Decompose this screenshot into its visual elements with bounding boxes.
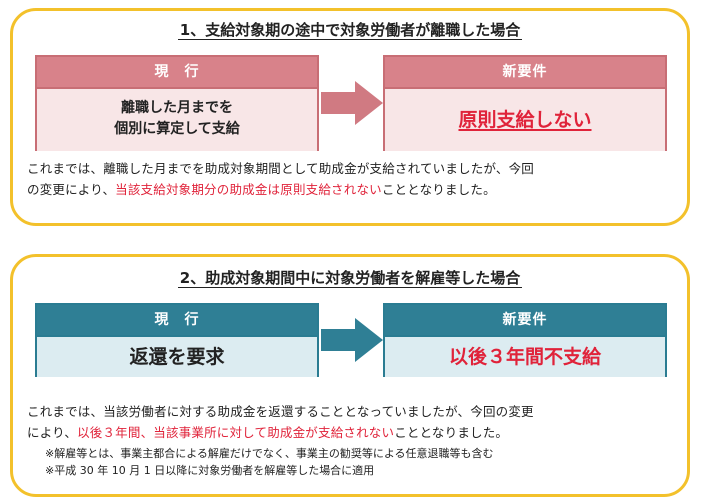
arrow-right-icon xyxy=(321,318,383,362)
new-rule-box: 新要件 以後３年間不支給 xyxy=(383,303,667,377)
section2-panel: 2、助成対象期間中に対象労働者を解雇等した場合 現 行 返還を要求 新要件 以後… xyxy=(10,254,690,497)
section2-paragraph: これまでは、当該労働者に対する助成金を返還することとなっていましたが、今回の変更… xyxy=(27,404,534,440)
new-header: 新要件 xyxy=(385,305,665,337)
current-header: 現 行 xyxy=(37,305,317,337)
new-rule-box: 新要件 原則支給しない xyxy=(383,55,667,151)
note-1: ※解雇等とは、事業主都合による解雇だけでなく、事業主の勧奨等による任意退職等も含… xyxy=(45,447,494,460)
current-body: 返還を要求 xyxy=(37,337,317,377)
current-rule-box: 現 行 返還を要求 xyxy=(35,303,319,377)
new-body: 原則支給しない xyxy=(458,109,592,131)
arrow-right-icon xyxy=(321,81,383,125)
section1-paragraph: これまでは、離職した月までを助成対象期間として助成金が支給されていましたが、今回… xyxy=(27,161,535,197)
note-2: ※平成 30 年 10 月 1 日以降に対象労働者を解雇等した場合に適用 xyxy=(45,464,375,477)
current-body-line2: 個別に算定して支給 xyxy=(114,121,240,137)
new-body: 以後３年間不支給 xyxy=(448,346,601,368)
current-rule-box: 現 行 離職した月までを 個別に算定して支給 xyxy=(35,55,319,151)
section2-title: 2、助成対象期間中に対象労働者を解雇等した場合 xyxy=(177,269,523,288)
section1-panel: 1、支給対象期の途中で対象労働者が離職した場合 現 行 離職した月までを 個別に… xyxy=(10,8,690,226)
section1-title: 1、支給対象期の途中で対象労働者が離職した場合 xyxy=(177,21,523,40)
current-header: 現 行 xyxy=(37,57,317,89)
new-header: 新要件 xyxy=(385,57,665,89)
current-body-line1: 離職した月までを xyxy=(121,100,233,116)
